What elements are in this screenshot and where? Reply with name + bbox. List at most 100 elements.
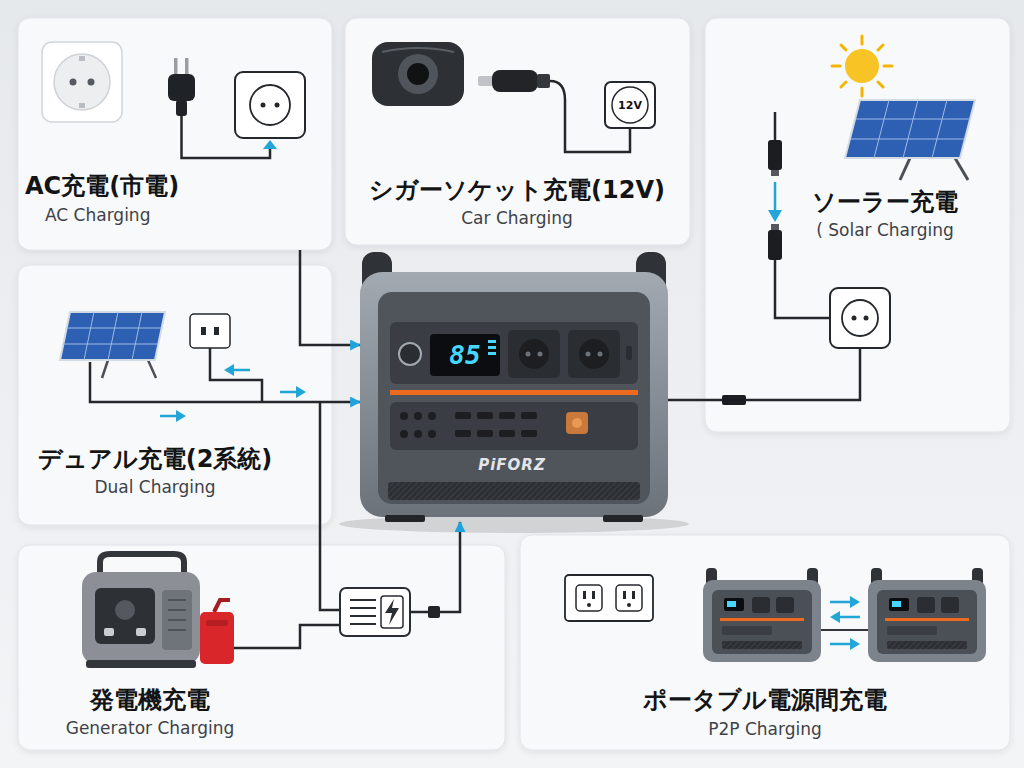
ac-plug (185, 58, 189, 76)
solar-panel (874, 100, 889, 158)
sun-icon (861, 36, 864, 44)
power-station-art (566, 412, 588, 434)
generator (82, 572, 200, 664)
outlet-icon (705, 288, 890, 405)
panel-subtitle: Generator Charging (66, 718, 235, 739)
flow-arrow (830, 601, 852, 604)
wall-socket (79, 103, 85, 108)
mini-power-station (712, 590, 812, 654)
power-station-art (488, 352, 496, 355)
battery-level: 85 (449, 340, 480, 370)
power-station-art (400, 412, 537, 438)
flow-arrow (176, 410, 186, 422)
solar-panel (63, 312, 161, 360)
generator (168, 599, 186, 601)
solar-panel (955, 158, 968, 180)
voltage-label-anchor: 12V (618, 99, 642, 112)
charging-panel: 発電機充電Generator Charging (18, 545, 505, 750)
generator (168, 629, 186, 631)
generator (168, 619, 186, 621)
car-plug (537, 74, 550, 88)
fuel-can (200, 600, 234, 664)
mc4-connector (774, 112, 777, 140)
outlet-icon (592, 591, 595, 599)
solar-panel (102, 360, 108, 378)
generator (95, 588, 155, 644)
panel-heading: AC充電(市電) (25, 172, 179, 200)
mc4-connector (768, 140, 782, 170)
solar-panel (851, 100, 970, 158)
mini-power-station (703, 568, 821, 662)
solar-panel (932, 100, 947, 158)
power-station-art (388, 482, 640, 500)
charge-connector (332, 401, 360, 404)
cigar-socket (407, 63, 429, 85)
outlet-icon (250, 85, 290, 125)
brand-logo: PiFORZ (478, 456, 546, 474)
generator (115, 600, 135, 620)
mini-power-station (868, 568, 986, 662)
flow-arrow (838, 616, 860, 619)
panel-subtitle: Car Charging (461, 208, 573, 229)
panel-ground (18, 545, 505, 750)
outlet-icon (190, 314, 262, 402)
mini-power-station (722, 641, 802, 649)
power-station-art (414, 412, 422, 420)
charger-box (410, 611, 428, 614)
power-station-art (488, 340, 496, 343)
wall-socket (42, 42, 122, 122)
charging-panel: AC充電(市電)AC Charging (18, 18, 332, 250)
panel-heading: ソーラー充電 (812, 188, 958, 216)
charger-box (350, 600, 376, 624)
solar-panel (845, 100, 975, 180)
panel-heading: ポータブル電源間充電 (643, 686, 887, 714)
panel-ground (705, 18, 1010, 432)
fuel-can (206, 620, 228, 626)
fuel-can (214, 600, 230, 612)
outlet-icon (565, 575, 653, 621)
ac-plug (176, 100, 187, 116)
power-station-art (626, 346, 632, 360)
power-station-art (572, 418, 582, 428)
charging-panel: デュアル充電(2系統) Dual Charging (18, 265, 332, 525)
solar-panel (903, 100, 918, 158)
charger-box (234, 545, 460, 648)
charger-box (350, 607, 376, 609)
sun-icon (841, 82, 846, 87)
flow-arrow (280, 391, 298, 394)
car-plug (478, 76, 493, 86)
ac-plug (168, 74, 195, 101)
power-station-art (390, 322, 638, 384)
power-station-art (488, 346, 496, 349)
outlet-icon (565, 575, 653, 621)
charger-box (385, 599, 399, 625)
charge-connector (300, 250, 360, 345)
mini-power-station (720, 618, 804, 621)
generator (168, 609, 186, 611)
cigar-socket (372, 42, 464, 106)
flow-arrow (232, 369, 250, 372)
charge-wire (320, 402, 340, 610)
outlet-icon (830, 288, 890, 348)
wall-socket (70, 79, 77, 86)
voltage-label: 12V (618, 99, 642, 112)
mc4-connector (771, 224, 779, 230)
outlet-icon (275, 103, 280, 108)
power-station-art (360, 252, 668, 522)
cigar-socket (382, 48, 454, 52)
panel-heading: デュアル充電(2系統) (38, 445, 273, 473)
panel-subtitle: Dual Charging (94, 477, 215, 498)
sun-icon (861, 88, 864, 96)
flow-arrow (850, 596, 860, 608)
charger-box (234, 625, 340, 648)
generator (162, 590, 192, 650)
mini-power-station (703, 580, 821, 662)
power-station-art (477, 412, 493, 419)
flow-arrow (830, 643, 852, 646)
power-station-art (526, 352, 531, 357)
sun-icon (832, 65, 840, 68)
flow-arrow (296, 386, 306, 398)
